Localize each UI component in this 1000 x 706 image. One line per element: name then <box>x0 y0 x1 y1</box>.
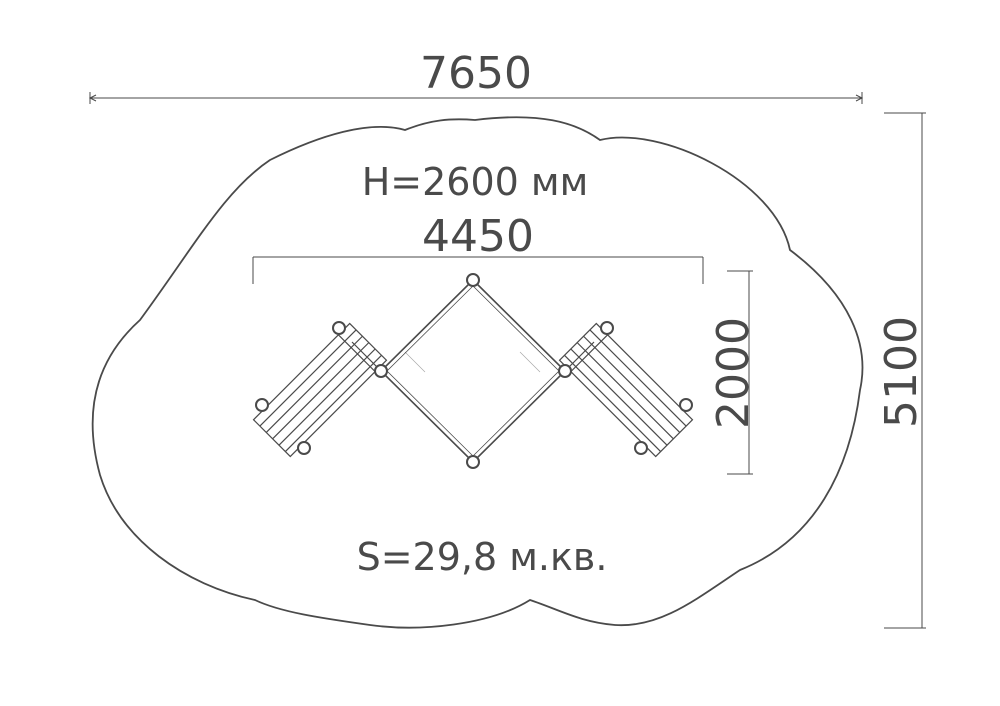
posts <box>255 273 693 469</box>
post-left-outer <box>255 398 269 412</box>
height-label: H=2600 мм <box>362 160 589 204</box>
left-bench <box>252 322 388 458</box>
equipment-width-value: 4450 <box>422 211 534 262</box>
overall-depth-dimension: 5100 <box>876 112 927 629</box>
central-diamond-frame <box>351 278 595 464</box>
post-top <box>466 273 480 287</box>
post-left-joint <box>374 364 388 378</box>
right-bench <box>558 322 694 458</box>
post-left-bottom <box>297 441 311 455</box>
equipment-width-dimension: 4450 <box>252 211 704 284</box>
overall-width-value: 7650 <box>420 48 532 99</box>
overall-depth-value: 5100 <box>876 316 927 428</box>
post-right-top <box>600 321 614 335</box>
equipment-depth-value: 2000 <box>708 317 759 429</box>
post-left-top <box>332 321 346 335</box>
equipment-depth-dimension: 2000 <box>708 270 759 475</box>
post-bottom <box>466 455 480 469</box>
safety-zone-outline <box>91 116 864 629</box>
post-right-outer <box>679 398 693 412</box>
post-right-bottom <box>634 441 648 455</box>
overall-width-dimension: 7650 <box>88 48 864 104</box>
area-label: S=29,8 м.кв. <box>357 535 608 579</box>
post-right-joint <box>558 364 572 378</box>
